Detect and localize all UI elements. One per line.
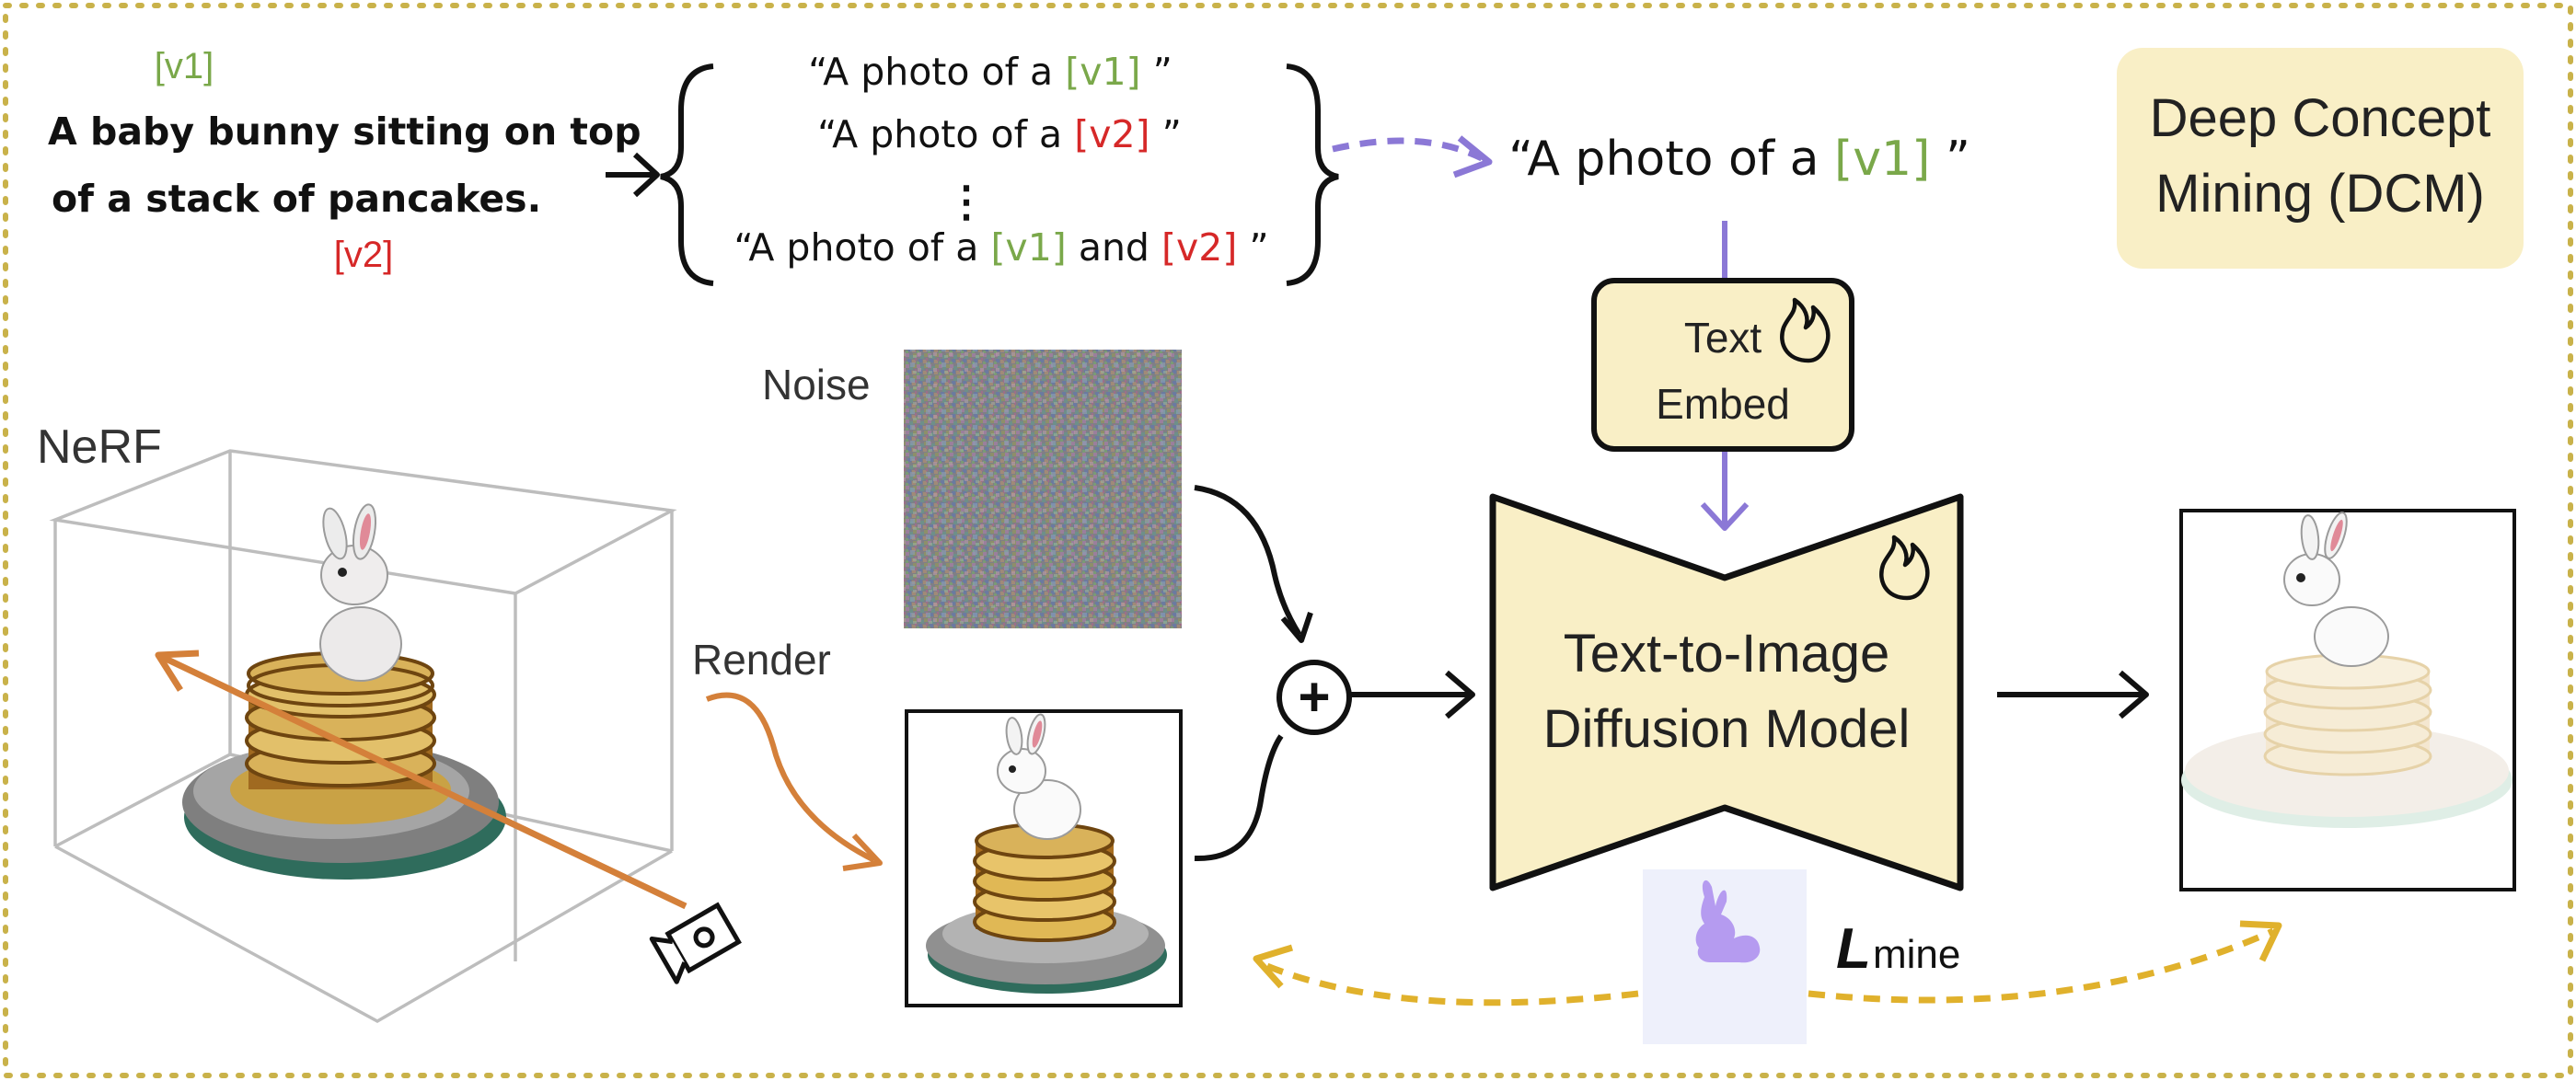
render-label: Render [692, 636, 831, 684]
diffusion-model-block: Text-to-Image Diffusion Model [1489, 493, 1964, 891]
render-arrow [705, 692, 883, 871]
loss-subscript: mine [1873, 932, 1960, 977]
embed-to-model-arrow [1700, 449, 1750, 531]
prompt-line-1: A baby bunny sitting on top [48, 109, 641, 154]
flame-icon [1879, 535, 1930, 601]
bunny-icon [1695, 880, 1761, 963]
concept-thumbnail [1643, 869, 1807, 1044]
template-set: “A photo of a [v1] ” “A photo of a [v2] … [734, 50, 1268, 270]
template-item-1: “A photo of a [v1] ” [808, 50, 1172, 94]
sample-prompt-arrow [1332, 135, 1493, 178]
loss-arrow-left [1253, 944, 1639, 1006]
model-to-output-arrow [1997, 670, 2149, 719]
loss-arrow-right [1808, 920, 2282, 1004]
dcm-title-line-2: Mining (DCM) [2155, 164, 2485, 224]
noise-image [904, 350, 1182, 628]
loss-symbol: L [1836, 917, 1871, 981]
right-brace [1286, 63, 1339, 286]
nerf-label: NeRF [37, 420, 162, 474]
outer-dotted-border [3, 3, 2573, 1078]
sum-to-model-arrow [1351, 670, 1475, 719]
plus-symbol: + [1298, 666, 1330, 728]
flame-icon [1780, 297, 1831, 363]
render-to-sum-curve [1194, 734, 1284, 862]
camera-icon [649, 902, 742, 984]
text-embed-line-1: Text [1684, 314, 1762, 362]
noise-label: Noise [762, 361, 871, 408]
loss-label: L mine [1836, 917, 1960, 981]
rendered-image [905, 709, 1183, 1007]
noise-to-sum-curve [1194, 485, 1302, 637]
dcm-title-box: Deep Concept Mining (DCM) [2117, 48, 2524, 269]
prompt-line-2: of a stack of pancakes. [52, 177, 541, 221]
prompt-tag-v2: [v2] [334, 235, 393, 275]
camera-ray-arrow [155, 650, 687, 910]
dcm-title-line-1: Deep Concept [2150, 88, 2491, 148]
template-ellipsis: ⋮ [945, 178, 988, 225]
text-embed-line-2: Embed [1656, 380, 1790, 428]
source-prompt: [v1] A baby bunny sitting on top of a st… [48, 46, 641, 275]
text-embed-box: Text Embed [1591, 278, 1854, 452]
diffusion-line-1: Text-to-Image [1564, 624, 1890, 684]
prompt-tag-v1: [v1] [155, 46, 214, 86]
left-brace [660, 63, 714, 286]
template-item-3: “A photo of a [v1] and [v2] ” [734, 225, 1268, 270]
output-image [2179, 509, 2516, 891]
template-item-2: “A photo of a [v2] ” [817, 112, 1182, 156]
prompt-to-set-arrow [606, 152, 660, 198]
noise-to-sum-arrowhead [1280, 612, 1313, 643]
sum-node: + [1276, 660, 1352, 735]
diffusion-line-2: Diffusion Model [1543, 699, 1911, 759]
selected-prompt: “A photo of a [v1] ” [1508, 132, 1970, 187]
